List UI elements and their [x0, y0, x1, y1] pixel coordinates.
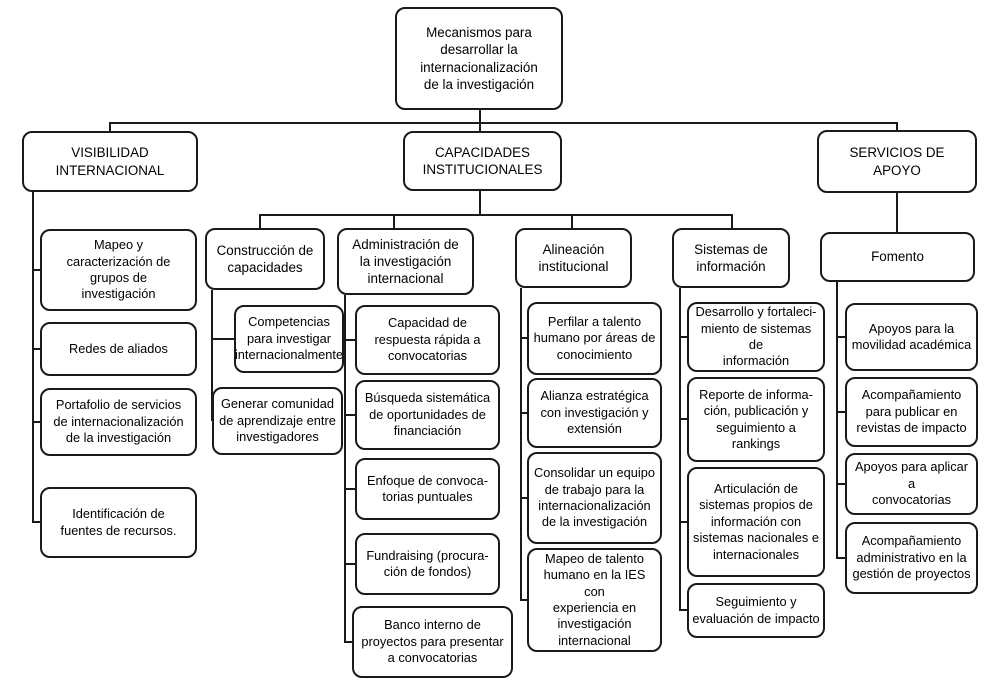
connector-sistemas-rail — [679, 288, 681, 610]
connector-elbow — [520, 412, 527, 414]
node-root: Mecanismos para desarrollar la internaci… — [395, 7, 563, 110]
connector-elbow — [32, 521, 40, 523]
connector-elbow — [32, 348, 40, 350]
connector-stub-construccion — [259, 214, 261, 228]
connector-elbow — [679, 609, 687, 611]
connector-elbow — [836, 336, 845, 338]
connector-elbow — [836, 557, 845, 559]
connector-elbow — [520, 599, 527, 601]
node-administracion-investigacion-internacional: Administración de la investigación inter… — [337, 228, 474, 295]
node-capacidades-institucionales: CAPACIDADES INSTITUCIONALES — [403, 131, 562, 191]
node-mapeo-talento-ies: Mapeo de talento humano en la IES con ex… — [527, 548, 662, 652]
node-comunidad-aprendizaje: Generar comunidad de aprendizaje entre i… — [212, 387, 343, 455]
node-apoyos-movilidad-academica: Apoyos para la movilidad académica — [845, 303, 978, 371]
connector-construccion-rail — [211, 290, 213, 421]
connector-elbow — [344, 488, 355, 490]
node-consolidar-equipo-trabajo: Consolidar un equipo de trabajo para la … — [527, 452, 662, 544]
connector-fomento-rail — [836, 282, 838, 558]
node-perfilar-talento-humano: Perfilar a talento humano por áreas de c… — [527, 302, 662, 375]
connector-elbow — [836, 411, 845, 413]
connector-servicios-fomento — [896, 193, 898, 232]
connector-alineacion-rail — [520, 288, 522, 600]
node-fundraising: Fundraising (procura- ción de fondos) — [355, 533, 500, 595]
connector-administracion-rail — [344, 295, 346, 642]
node-enfoque-convocatorias-puntuales: Enfoque de convoca- torias puntuales — [355, 458, 500, 520]
connector-stub-alineacion — [571, 214, 573, 228]
connector-visibilidad-rail — [32, 192, 34, 523]
connector-elbow — [679, 521, 687, 523]
node-identificacion-fuentes-recursos: Identificación de fuentes de recursos. — [40, 487, 197, 558]
node-acompanamiento-publicar-revistas: Acompañamiento para publicar en revistas… — [845, 377, 978, 447]
connector-elbow — [344, 339, 355, 341]
node-reporte-informacion-rankings: Reporte de informa- ción, publicación y … — [687, 377, 825, 462]
node-visibilidad-internacional: VISIBILIDAD INTERNACIONAL — [22, 131, 198, 192]
connector-elbow — [836, 483, 845, 485]
connector-elbow — [520, 337, 527, 339]
connector-stub-servicios — [896, 122, 898, 130]
connector-stub-visibilidad — [109, 122, 111, 131]
connector-top-bus — [109, 122, 898, 124]
connector-elbow — [32, 421, 40, 423]
node-articulacion-sistemas: Articulación de sistemas propios de info… — [687, 467, 825, 577]
node-seguimiento-evaluacion-impacto: Seguimiento y evaluación de impacto — [687, 583, 825, 638]
connector-elbow — [520, 497, 527, 499]
connector-elbow — [679, 336, 687, 338]
connector-stub-capacidades — [479, 122, 481, 131]
node-alianza-estrategica: Alianza estratégica con investigación y … — [527, 378, 662, 448]
node-portafolio-servicios: Portafolio de servicios de internacional… — [40, 388, 197, 456]
node-redes-de-aliados: Redes de aliados — [40, 322, 197, 376]
node-apoyos-aplicar-convocatorias: Apoyos para aplicar a convocatorias — [845, 453, 978, 515]
node-desarrollo-fortalecimiento-sistemas: Desarrollo y fortaleci- miento de sistem… — [687, 302, 825, 372]
node-construccion-de-capacidades: Construcción de capacidades — [205, 228, 325, 290]
node-busqueda-sistematica-financiacion: Búsqueda sistemática de oportunidades de… — [355, 380, 500, 450]
connector-elbow — [344, 414, 355, 416]
connector-stub-sistemas — [731, 214, 733, 228]
node-capacidad-respuesta-rapida: Capacidad de respuesta rápida a convocat… — [355, 305, 500, 375]
node-alineacion-institucional: Alineación institucional — [515, 228, 632, 288]
connector-elbow — [211, 338, 234, 340]
connector-elbow — [344, 563, 355, 565]
node-banco-interno-proyectos: Banco interno de proyectos para presenta… — [352, 606, 513, 678]
node-competencias-investigar: Competencias para investigar internacion… — [234, 305, 344, 373]
node-mapeo-caracterizacion-grupos: Mapeo y caracterización de grupos de inv… — [40, 229, 197, 311]
node-servicios-de-apoyo: SERVICIOS DE APOYO — [817, 130, 977, 193]
connector-root-stem — [479, 110, 481, 123]
connector-capacidades-bus — [259, 214, 733, 216]
connector-elbow — [344, 641, 352, 643]
node-sistemas-de-informacion: Sistemas de información — [672, 228, 790, 288]
connector-elbow — [32, 269, 40, 271]
node-acompanamiento-administrativo-proyectos: Acompañamiento administrativo en la gest… — [845, 522, 978, 594]
connector-stub-administracion — [393, 214, 395, 228]
connector-capacidades-stem — [479, 191, 481, 215]
connector-elbow — [679, 418, 687, 420]
node-fomento: Fomento — [820, 232, 975, 282]
